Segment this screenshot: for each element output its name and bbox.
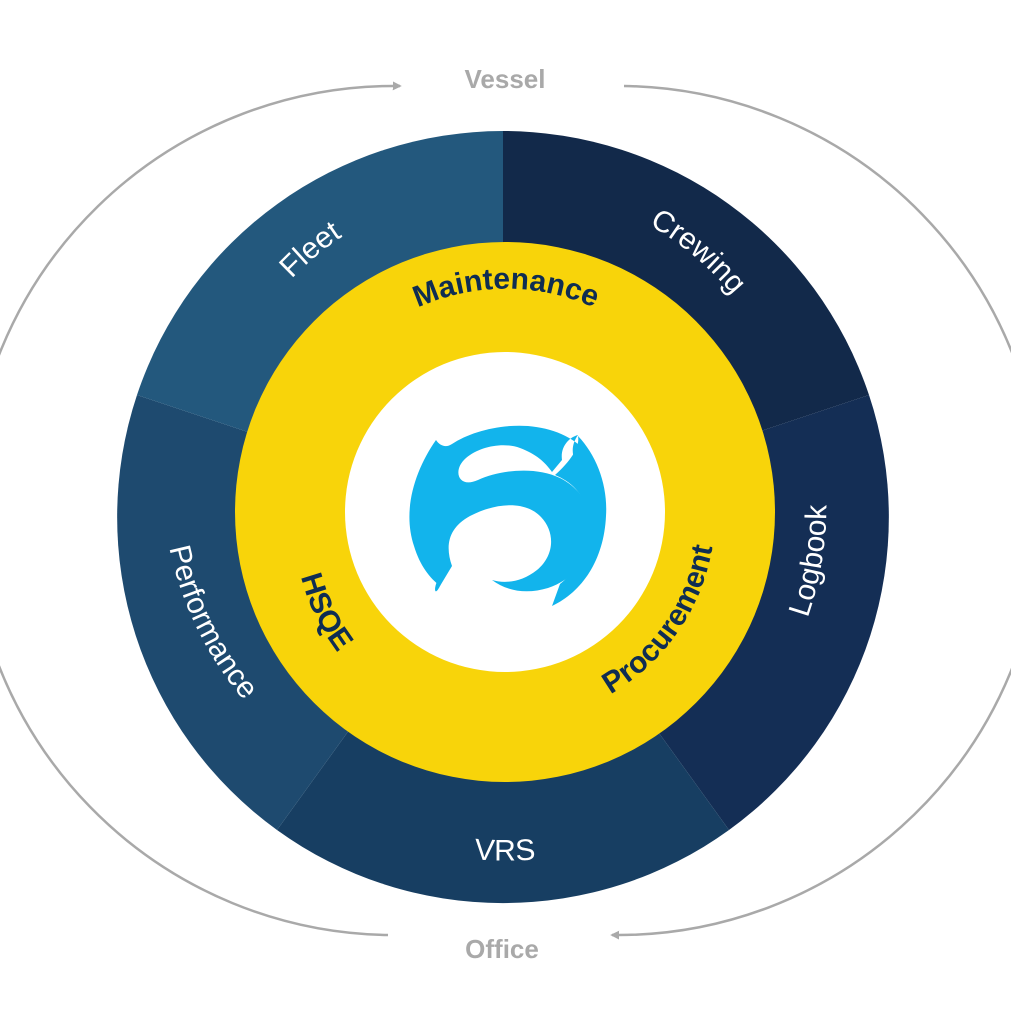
- label-vessel: Vessel: [465, 64, 546, 94]
- label-office: Office: [465, 934, 539, 964]
- s-logo-icon: [409, 425, 607, 606]
- cycle-arrow-upper: [0, 81, 402, 937]
- cycle-arrow-lower: [610, 84, 1011, 940]
- logo-disc: [345, 352, 665, 672]
- label-vrs: VRS: [474, 833, 536, 867]
